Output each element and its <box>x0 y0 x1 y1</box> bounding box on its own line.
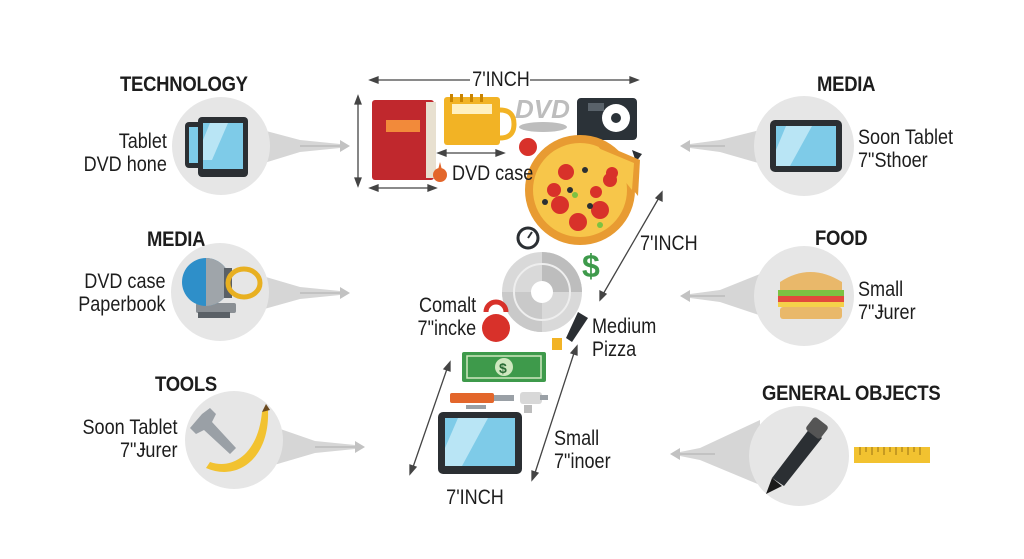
pizza-icon <box>525 135 640 245</box>
category-header-media-right: MEDIA <box>817 73 876 96</box>
stopwatch-icon <box>516 226 540 250</box>
category-header-food: FOOD <box>815 227 868 250</box>
tablets-icon <box>185 117 248 177</box>
tomato-icon <box>519 138 537 156</box>
camera-icon <box>577 98 637 140</box>
tools-row-icon <box>450 392 548 413</box>
dvd-case-label: DVD case <box>452 162 534 185</box>
right-diagonal-dimension-line <box>531 344 578 482</box>
dollar-sign-icon: $ <box>582 248 600 284</box>
cd-disc-icon <box>502 252 582 332</box>
book-icon <box>372 100 436 180</box>
category-header-media-left: MEDIA <box>147 228 206 251</box>
diagonal-dimension-line <box>599 190 663 302</box>
tablet-icon <box>770 120 842 172</box>
category-header-general-objects: GENERAL OBJECTS <box>762 382 941 405</box>
kettlebell-icon <box>482 299 510 342</box>
tablet-bottom-icon <box>438 412 522 474</box>
top-dimension-line <box>368 76 640 84</box>
ruler-icon <box>854 447 930 463</box>
dvd-logo: DVD <box>515 94 570 124</box>
top-dimension-label: 7'INCH <box>472 68 530 91</box>
wrench-banana-icon <box>190 404 270 472</box>
marker-icon <box>566 312 588 342</box>
bottom-dimension-label: 7'INCH <box>446 486 504 509</box>
book-dimension-lines <box>354 94 506 192</box>
sticky-note-icon <box>552 338 562 350</box>
pen-icon <box>766 417 828 494</box>
tool-small-icon <box>632 150 642 162</box>
category-header-technology: TECHNOLOGY <box>120 73 248 96</box>
cash-icon: $ <box>462 352 546 382</box>
diagonal-dimension-label: 7'INCH <box>640 232 698 255</box>
category-header-tools: TOOLS <box>155 373 217 396</box>
planner-icon <box>444 94 517 145</box>
left-diagonal-dimension-line <box>409 360 451 476</box>
svg-text:$: $ <box>499 360 507 376</box>
sandwich-icon <box>778 272 844 319</box>
projector-icon <box>182 258 263 318</box>
